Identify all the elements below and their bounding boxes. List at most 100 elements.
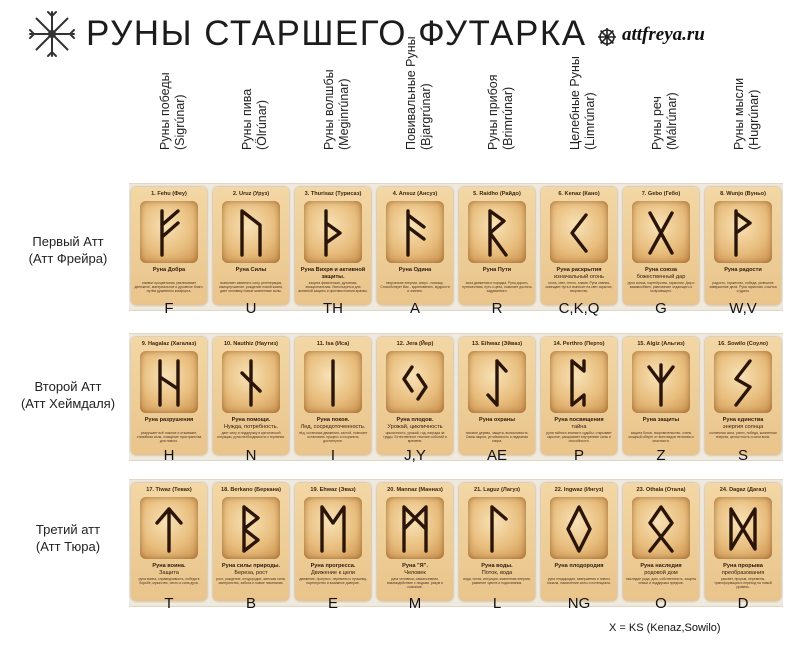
rune-tile: [714, 497, 772, 559]
rune-card: 11. Isa (Иса)Руна покоя.Лед, сосредоточе…: [295, 337, 371, 455]
rune-letter: G: [655, 300, 667, 317]
rune-tile: [550, 497, 608, 559]
othala-rune-icon: [648, 505, 674, 553]
column-header-text: Руны волшбы(Meginrúnar): [322, 69, 352, 150]
column-header: Целебные Руны(Limrúnar): [543, 56, 623, 186]
rune-glyph: [490, 505, 508, 553]
rune-name: 2. Uruz (Уруз): [232, 191, 270, 197]
rune-caption-main: Руна Одина: [398, 267, 432, 273]
rune-name: 4. Ansuz (Ансуз): [392, 191, 438, 197]
rune-description: дает силу и поддержку в критической ситу…: [216, 431, 286, 440]
rune-letter: J,Y: [404, 447, 426, 464]
rune-tile: [714, 201, 772, 263]
rune-description: руна союза, партнёрства, гармонии. Дар и…: [627, 281, 695, 294]
column-header-subtitle: (Hugrúnar): [747, 89, 761, 150]
rune-caption-sub: Поток, вода: [481, 569, 513, 576]
rune-tile: [468, 201, 526, 263]
rune-caption: Руна плодородия: [543, 563, 615, 570]
rune-card: 3. Thurisaz (Турисаз)Руна Вихря и активн…: [295, 187, 371, 305]
rune-letter: B: [245, 595, 256, 612]
uruz-rune-icon: [240, 209, 262, 257]
rune-caption-main: Руна Силы: [235, 267, 267, 273]
rune-description: движение, прогресс, перемены к лучшему, …: [299, 577, 367, 586]
rune-description: руна человека, самопознание, взаимодейст…: [387, 577, 443, 590]
rune-card: 12. Jera (Йер)Руна плодов.Урожай, циклич…: [377, 337, 453, 455]
rune-glyph: [320, 505, 346, 553]
rune-letter: AE: [486, 447, 507, 464]
rune-caption-sub: Береза, рост: [234, 569, 268, 576]
rune-name: 13. Eihwaz (Эйваз): [471, 341, 523, 347]
column-header-subtitle: (Málrúnar): [665, 92, 679, 150]
rune-caption-main: Руна охраны: [479, 417, 515, 423]
rune-description: огонь, свет, тепло, пламя. Руна знания, …: [545, 281, 613, 294]
rune-name: 14. Perthro (Перто): [553, 341, 605, 347]
rune-caption-sub: преобразования: [721, 569, 765, 576]
rune-caption-main: Руна разрушения: [144, 417, 194, 423]
rune-name: 5. Raidho (Райдо): [473, 191, 521, 197]
rune-description: творческие энергии, ансуз - помощь. Спос…: [380, 281, 450, 294]
rune-letter: U: [245, 300, 257, 317]
site-link[interactable]: attfreya.ru: [622, 24, 705, 45]
column-header-title: Руны победы: [158, 72, 172, 150]
rune-description: защита богов, покровительство, очень мощ…: [628, 431, 694, 444]
rune-caption: Руна радости: [707, 267, 779, 274]
rune-tile: [304, 497, 362, 559]
rune-caption: Руна Вихря и активной защиты.: [297, 267, 369, 280]
rune-description: руна воина, справедливость, победа в бор…: [138, 577, 200, 586]
rune-caption: Руна Добра: [133, 267, 205, 274]
rune-glyph: [647, 363, 675, 407]
rune-letter: TH: [323, 300, 343, 317]
column-header-title: Руны волшбы: [322, 69, 336, 150]
rune-tile: [304, 201, 362, 263]
rune-letter: W,V: [729, 300, 757, 317]
column-header-subtitle: (Sigrúnar): [173, 94, 187, 150]
column-header-text: Руны пива(Ölrúnar): [240, 89, 270, 150]
rune-name: 7. Gebo (Гебо): [641, 191, 681, 197]
rune-caption-main: Руна силы природы.: [221, 563, 281, 569]
kenaz-rune-icon: [570, 213, 588, 253]
rune-description: цикличность, урожай, год, награда за тру…: [383, 431, 447, 444]
rune-name: 23. Othala (Отала): [636, 487, 686, 493]
rune-name: 18. Berkano (Беркана): [221, 487, 281, 493]
algiz-rune-icon: [647, 363, 675, 407]
rune-caption-main: Руна помощи.: [231, 417, 271, 423]
rune-caption-main: Руна единства: [722, 417, 764, 423]
column-header-subtitle: (Ölrúnar): [255, 99, 269, 150]
rune-caption: Руна Одина: [379, 267, 451, 274]
rune-description: позволяет изменять силу, регенерация, са…: [218, 281, 284, 294]
rune-name: 19. Ehwaz (Эваз): [310, 487, 356, 493]
rune-letter: C,K,Q: [558, 300, 600, 317]
rune-caption-main: Руна защиты: [642, 417, 680, 423]
column-header-text: Повивальные Руны(Bjargrúnar): [404, 36, 434, 150]
ehwaz-rune-icon: [320, 505, 346, 553]
rune-caption-main: Руна воды.: [481, 563, 513, 569]
column-header: Руны мысли(Hugrúnar): [707, 64, 787, 186]
rune-name: 20. Mannaz (Манназ): [387, 487, 443, 493]
column-header-title: Руны мысли: [732, 77, 746, 150]
rune-description: радость, торжество, победа, успешное зав…: [709, 281, 777, 294]
rune-caption-main: Руна раскрытия: [556, 267, 602, 273]
rune-tile: [386, 351, 444, 413]
rune-name: 8. Wunjo (Вуньо): [720, 191, 766, 197]
column-header-title: Руны реч: [650, 96, 664, 150]
rune-letter: Z: [656, 447, 666, 464]
rune-tile: [222, 351, 280, 413]
rune-letter: H: [163, 447, 175, 464]
rune-tile: [140, 497, 198, 559]
rune-name: 22. Ingwaz (Ингуз): [554, 487, 604, 493]
row-label: Первый Атт(Атт Фрейра): [8, 233, 128, 267]
rune-glyph: [566, 505, 592, 553]
rune-caption-sub: Человек: [404, 569, 426, 576]
column-header-text: Целебные Руны(Limrúnar): [568, 56, 598, 150]
ansuz-rune-icon: [406, 209, 426, 257]
rune-name: 24. Dagaz (Дагаз): [719, 487, 767, 493]
